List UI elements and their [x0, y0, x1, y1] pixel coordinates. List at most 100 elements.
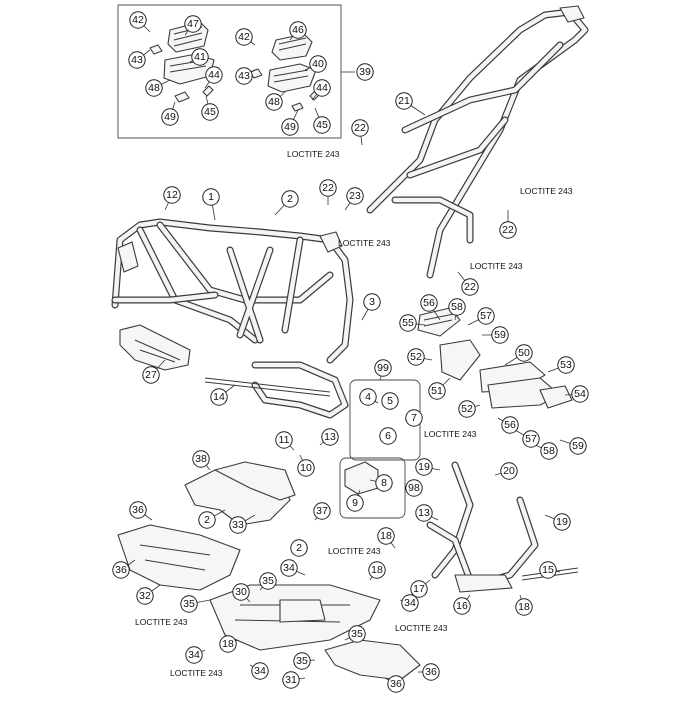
callout-number: 10: [300, 462, 312, 474]
callout-34: 34: [251, 662, 269, 680]
callout-34: 34: [401, 594, 419, 612]
callout-6: 6: [379, 427, 397, 445]
callout-33: 33: [229, 516, 247, 534]
callout-number: 59: [494, 329, 506, 341]
callout-34: 34: [280, 559, 298, 577]
callout-circle: [128, 51, 146, 69]
callout-circle: [515, 344, 533, 362]
side-guard-27-shape: [119, 324, 191, 371]
callout-number: 50: [518, 347, 530, 359]
callout-circle: [374, 359, 392, 377]
callout-number: 18: [222, 638, 234, 650]
loctite-note-1: LOCTITE 243: [287, 149, 340, 159]
callout-15: 15: [539, 561, 557, 579]
callout-circle: [201, 103, 219, 121]
callout-circle: [235, 28, 253, 46]
callout-36: 36: [112, 561, 130, 579]
callout-13: 13: [415, 504, 433, 522]
callout-35: 35: [348, 625, 366, 643]
callout-circle: [191, 48, 209, 66]
callout-35: 35: [293, 652, 311, 670]
callout-number: 45: [316, 119, 328, 131]
callout-circle: [346, 187, 364, 205]
callout-circle: [348, 625, 366, 643]
callout-52: 52: [458, 400, 476, 418]
callout-11: 11: [275, 431, 293, 449]
callout-circle: [313, 116, 331, 134]
callout-circle: [522, 430, 540, 448]
callout-circle: [368, 561, 386, 579]
callout-circle: [290, 539, 308, 557]
callout-number: 32: [139, 590, 151, 602]
rear-set-drawing: [417, 307, 573, 409]
callout-circle: [415, 458, 433, 476]
callout-57: 57: [522, 430, 540, 448]
callout-45: 45: [313, 116, 331, 134]
callout-49: 49: [161, 108, 179, 126]
callout-number: 58: [543, 445, 555, 457]
callout-39: 39: [356, 63, 374, 81]
callout-number: 3: [369, 296, 375, 308]
callout-49: 49: [281, 118, 299, 136]
callout-circle: [265, 93, 283, 111]
callout-36: 36: [422, 663, 440, 681]
callout-35: 35: [180, 595, 198, 613]
callout-number: 35: [296, 655, 308, 667]
callout-number: 18: [371, 564, 383, 576]
callout-1: 1: [202, 188, 220, 206]
callout-number: 44: [316, 82, 328, 94]
callout-18: 18: [377, 527, 395, 545]
callout-number: 41: [194, 51, 206, 63]
callout-circle: [235, 67, 253, 85]
callout-number: 49: [164, 111, 176, 123]
callout-number: 16: [456, 600, 468, 612]
callout-16: 16: [453, 597, 471, 615]
callout-44: 44: [205, 66, 223, 84]
callout-19: 19: [553, 513, 571, 531]
callout-18: 18: [219, 635, 237, 653]
callout-number: 12: [166, 189, 178, 201]
callout-number: 48: [268, 96, 280, 108]
callout-22: 22: [461, 278, 479, 296]
callout-circle: [553, 513, 571, 531]
callout-number: 17: [413, 583, 425, 595]
callout-number: 45: [204, 106, 216, 118]
callout-number: 5: [387, 395, 393, 407]
callout-7: 7: [405, 409, 423, 427]
loctite-note-6: LOCTITE 243: [328, 546, 381, 556]
callout-47: 47: [184, 15, 202, 33]
callout-number: 22: [502, 224, 514, 236]
callout-34: 34: [185, 646, 203, 664]
callout-56: 56: [420, 294, 438, 312]
loctite-note-2: LOCTITE 243: [338, 238, 391, 248]
callout-42: 42: [129, 11, 147, 29]
callout-number: 4: [365, 391, 371, 403]
callout-44: 44: [313, 79, 331, 97]
callout-55: 55: [399, 314, 417, 332]
callout-circle: [499, 221, 517, 239]
callout-50: 50: [515, 344, 533, 362]
callout-48: 48: [145, 79, 163, 97]
callout-circle: [571, 385, 589, 403]
callout-circle: [280, 559, 298, 577]
callout-number: 7: [411, 412, 417, 424]
callout-circle: [515, 598, 533, 616]
callout-30: 30: [232, 583, 250, 601]
callout-circle: [491, 326, 509, 344]
callout-number: 42: [238, 31, 250, 43]
callout-2: 2: [281, 190, 299, 208]
callout-59: 59: [491, 326, 509, 344]
callout-number: 11: [279, 434, 290, 446]
callout-circle: [282, 671, 300, 689]
callout-number: 44: [208, 69, 220, 81]
callout-12: 12: [163, 186, 181, 204]
callout-20: 20: [500, 462, 518, 480]
callout-32: 32: [136, 587, 154, 605]
callout-circle: [569, 437, 587, 455]
callout-number: 21: [398, 95, 410, 107]
callout-5: 5: [381, 392, 399, 410]
callout-number: 31: [285, 674, 297, 686]
callout-52: 52: [407, 348, 425, 366]
